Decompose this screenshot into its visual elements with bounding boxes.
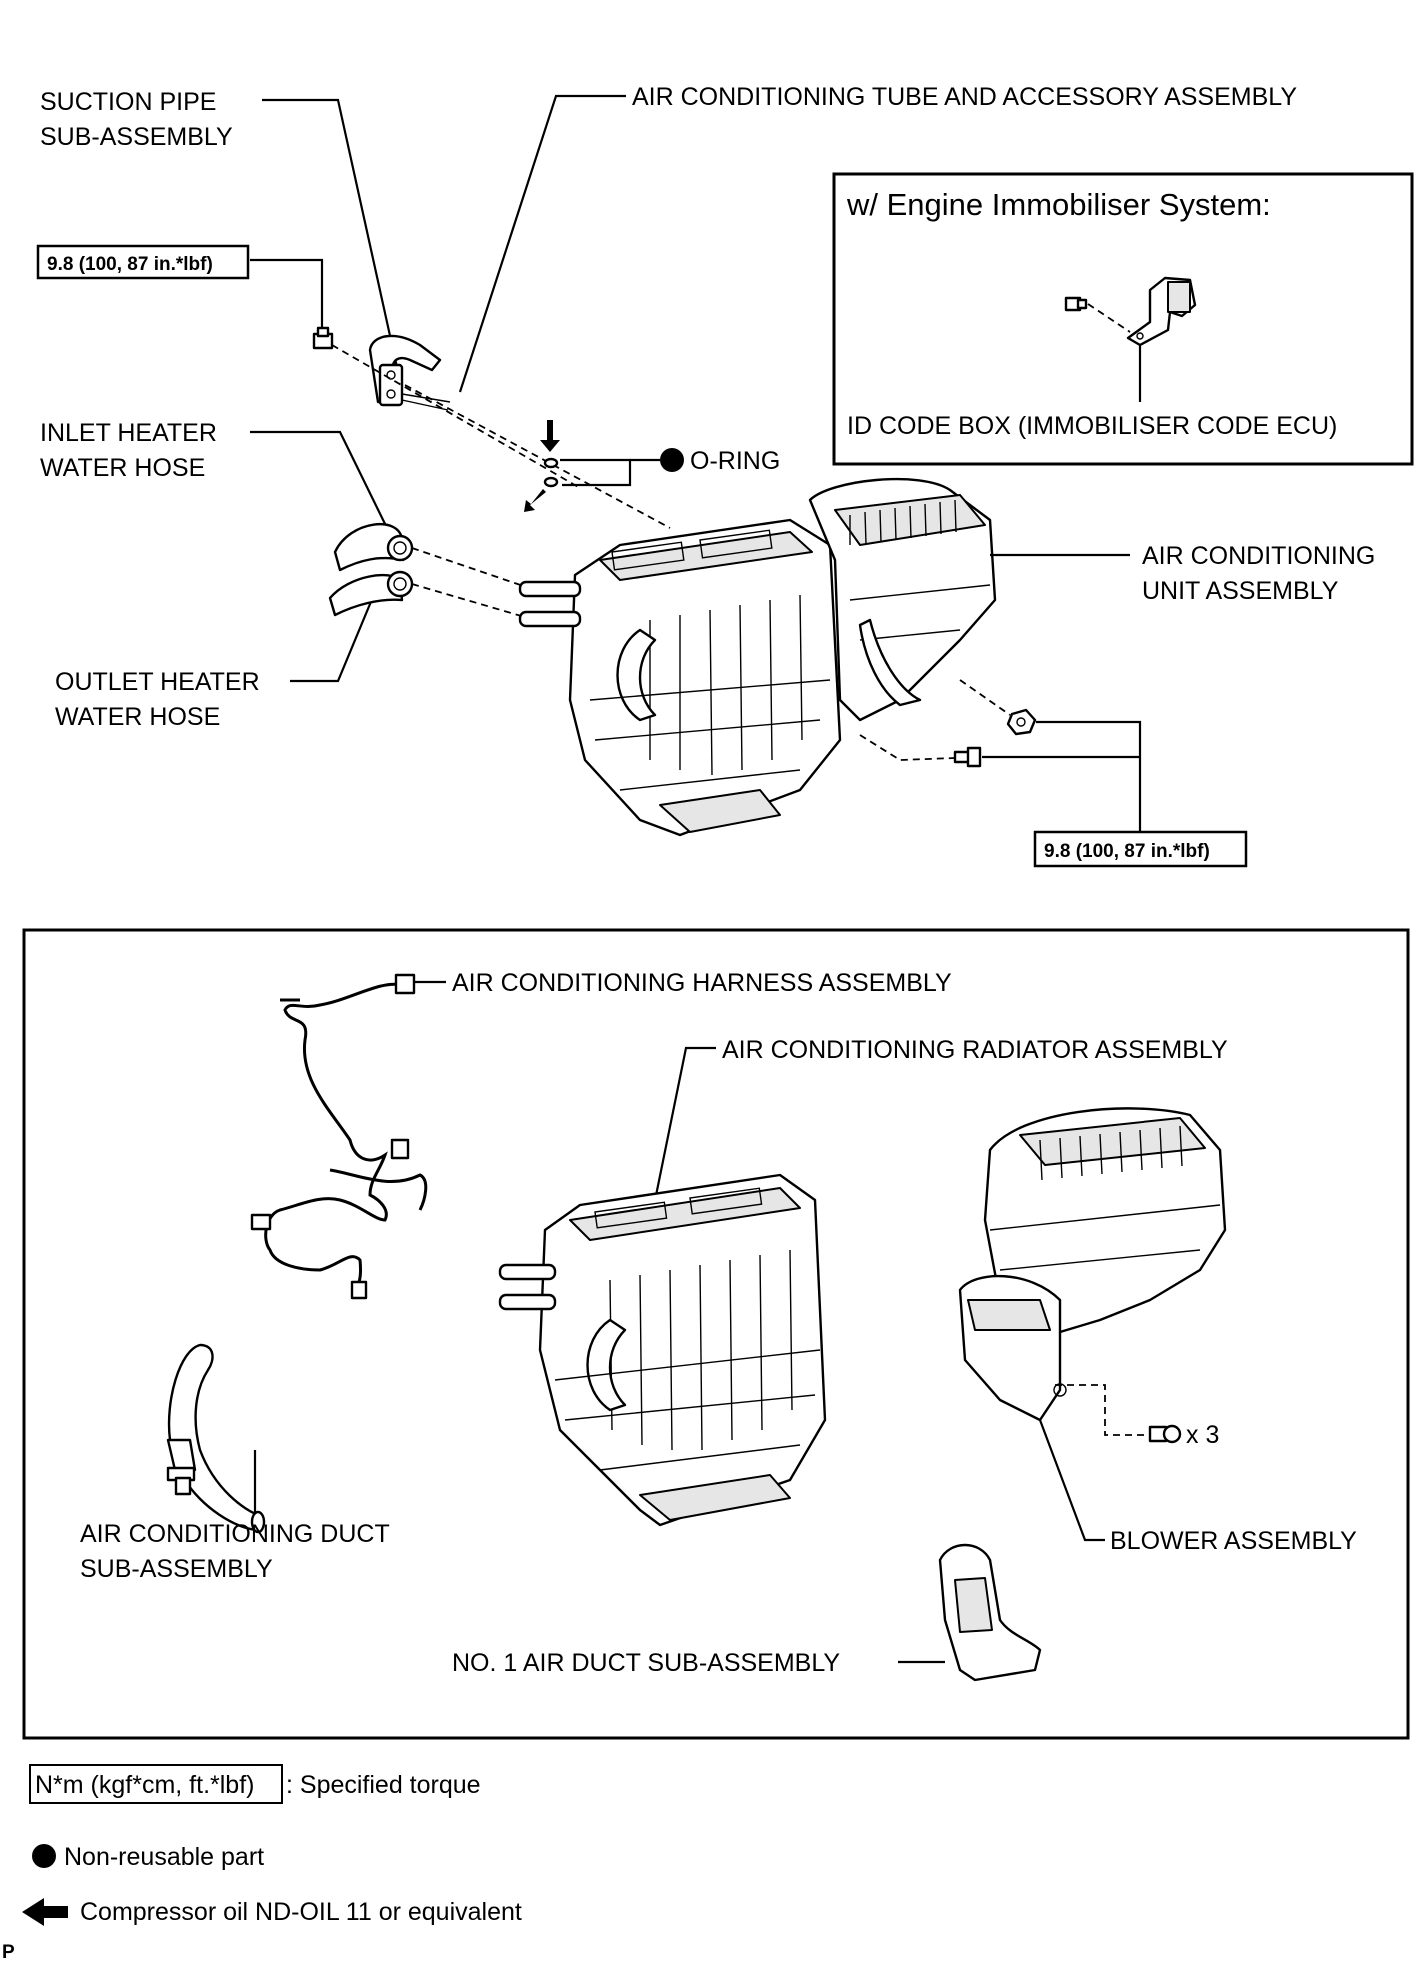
suction-pipe-label-line1: SUCTION PIPE	[40, 88, 216, 116]
suction-pipe-label-line2: SUB-ASSEMBLY	[40, 123, 233, 151]
o-ring-label: O-RING	[690, 447, 780, 475]
corner-mark: P	[2, 1942, 15, 1963]
bolt-icon	[953, 746, 982, 768]
duct-label-line1: AIR CONDITIONING DUCT	[80, 1520, 390, 1548]
no1-duct-label: NO. 1 AIR DUCT SUB-ASSEMBLY	[452, 1649, 840, 1677]
heater-water-hose-icon	[328, 523, 414, 617]
pipe-dashed-guide	[404, 384, 671, 529]
blower-illustration	[958, 1107, 1227, 1422]
torque-spec-box-1: 9.8 (100, 87 in.*lbf)	[36, 244, 250, 280]
bolt-icon	[1064, 296, 1088, 312]
non-reusable-dot-icon	[32, 1844, 56, 1868]
harness-label: AIR CONDITIONING HARNESS ASSEMBLY	[452, 969, 952, 997]
radiator-leader	[648, 1046, 716, 1226]
legend: N*m (kgf*cm, ft.*lbf) : Specified torque…	[2, 1764, 522, 1963]
torque-unit-box	[29, 1764, 283, 1804]
outlet-hose-label-line1: OUTLET HEATER	[55, 668, 260, 696]
nut-dashed-guide	[959, 679, 1011, 716]
id-code-box-label: ID CODE BOX (IMMOBILISER CODE ECU)	[847, 412, 1337, 440]
torque-spec-2: 9.8 (100, 87 in.*lbf)	[1044, 841, 1210, 862]
ac-harness-illustration	[250, 973, 428, 1300]
exploded-view-frame	[22, 928, 1410, 1740]
nut-leader	[1036, 720, 1142, 835]
inlet-hose-label-line1: INLET HEATER	[40, 419, 217, 447]
outlet-hose-leader	[290, 579, 382, 683]
ac-unit-assembly-illustration	[518, 477, 997, 837]
hose-dashed-guide	[411, 583, 536, 621]
blower-label: BLOWER ASSEMBLY	[1110, 1527, 1357, 1555]
blower-leader	[1038, 1419, 1105, 1542]
legend-torque-unit: N*m (kgf*cm, ft.*lbf)	[35, 1771, 254, 1799]
inlet-hose-label-line2: WATER HOSE	[40, 454, 205, 482]
inlet-hose-leader	[250, 430, 389, 531]
hose-dashed-guide	[411, 547, 536, 591]
non-reusable-dot-icon	[660, 448, 684, 472]
oil-arrow-icon	[22, 1898, 68, 1926]
id-code-box-icon	[1126, 276, 1197, 347]
unit-assembly-label-line2: UNIT ASSEMBLY	[1142, 577, 1339, 605]
outlet-hose-label-line2: WATER HOSE	[55, 703, 220, 731]
ac-radiator-illustration	[498, 1173, 827, 1527]
bolt-dashed-guide	[331, 344, 581, 489]
torque-spec-box-2: 9.8 (100, 87 in.*lbf)	[1033, 830, 1248, 868]
screw-dashed-guide	[1055, 1384, 1150, 1436]
suction-pipe-icon	[368, 334, 451, 411]
oil-arrow-icon	[524, 489, 546, 512]
ac-duct-illustration	[166, 1343, 266, 1534]
legend-torque-desc: : Specified torque	[286, 1771, 481, 1799]
torque-1-leader	[250, 258, 324, 332]
torque-spec-1: 9.8 (100, 87 in.*lbf)	[47, 254, 213, 275]
oil-arrow-icon	[540, 420, 560, 452]
bolt2-dashed-guide	[859, 734, 956, 761]
legend-nonreusable: Non-reusable part	[64, 1843, 264, 1871]
unit-assembly-label-line1: AIR CONDITIONING	[1142, 542, 1375, 570]
tube-accessory-label: AIR CONDITIONING TUBE AND ACCESSORY ASSE…	[632, 83, 1297, 111]
immobiliser-inset: w/ Engine Immobiliser System: ID CODE BO…	[832, 172, 1414, 466]
tube-accessory-leader	[458, 94, 626, 393]
no1-air-duct-illustration	[938, 1543, 1042, 1682]
legend-compressor-oil: Compressor oil ND-OIL 11 or equivalent	[80, 1898, 522, 1926]
bolt-icon	[312, 326, 334, 350]
screw-icon	[1148, 1424, 1182, 1444]
duct-label-line2: SUB-ASSEMBLY	[80, 1555, 273, 1583]
o-ring-group	[524, 420, 684, 512]
screw-quantity: x 3	[1186, 1421, 1219, 1449]
immobiliser-title: w/ Engine Immobiliser System:	[846, 187, 1271, 222]
nut-icon	[1006, 708, 1037, 736]
suction-pipe-leader	[262, 98, 400, 373]
radiator-label: AIR CONDITIONING RADIATOR ASSEMBLY	[722, 1036, 1228, 1064]
